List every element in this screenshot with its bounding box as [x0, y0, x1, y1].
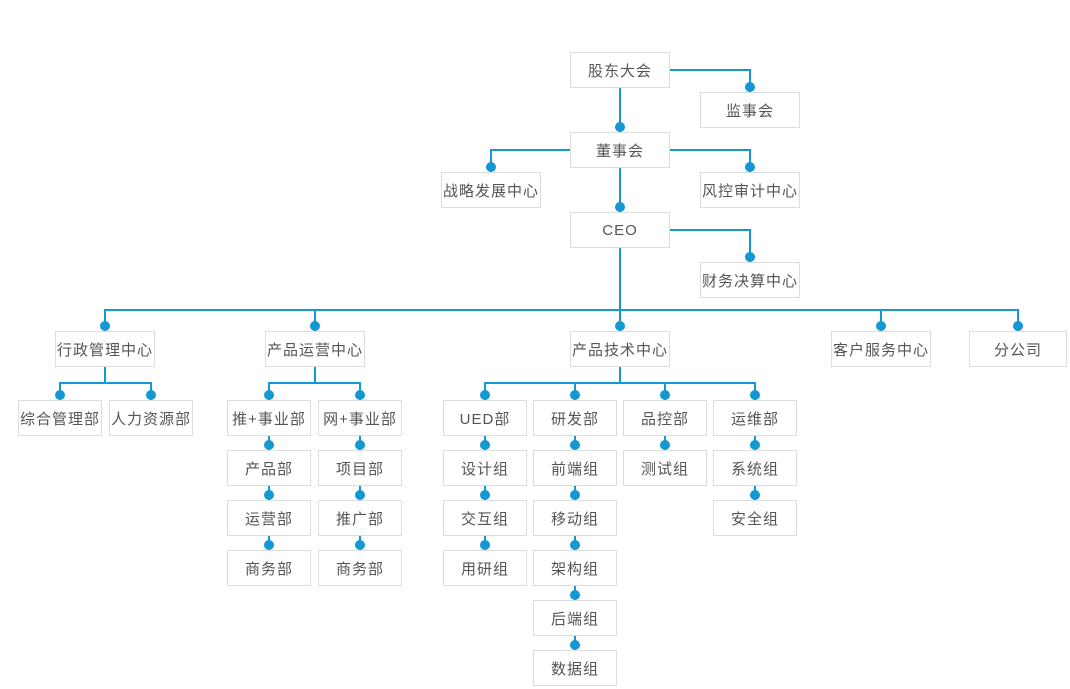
org-node-supervisory: 监事会 — [700, 92, 800, 128]
connector-dot — [750, 390, 760, 400]
connector-dot — [264, 490, 274, 500]
connector-dot — [264, 440, 274, 450]
org-node-service: 客户服务中心 — [831, 331, 931, 367]
connector-dot — [355, 540, 365, 550]
org-node-general: 综合管理部 — [18, 400, 102, 436]
org-node-frontend: 前端组 — [533, 450, 617, 486]
org-node-product: 产品部 — [227, 450, 311, 486]
org-node-finance: 财务决算中心 — [700, 262, 800, 298]
connector-line — [268, 382, 361, 384]
connector-dot — [570, 440, 580, 450]
connector-line — [749, 150, 751, 172]
connector-line — [1017, 310, 1019, 331]
org-node-testing: 测试组 — [623, 450, 707, 486]
connector-line — [314, 367, 316, 384]
connector-dot — [480, 440, 490, 450]
org-node-promotion: 推广部 — [318, 500, 402, 536]
connector-dot — [876, 321, 886, 331]
connector-dot — [615, 321, 625, 331]
org-node-ceo: CEO — [570, 212, 670, 248]
org-node-arch: 架构组 — [533, 550, 617, 586]
org-node-biz1: 商务部 — [227, 550, 311, 586]
org-node-ops: 产品运营中心 — [265, 331, 365, 367]
connector-line — [880, 310, 882, 331]
org-node-operation: 运营部 — [227, 500, 311, 536]
connector-dot — [570, 390, 580, 400]
connector-line — [314, 310, 316, 331]
connector-line — [669, 69, 751, 71]
connector-line — [104, 310, 106, 331]
org-node-branch: 分公司 — [969, 331, 1067, 367]
connector-dot — [486, 162, 496, 172]
connector-line — [669, 149, 751, 151]
connector-line — [749, 230, 751, 262]
connector-dot — [570, 640, 580, 650]
connector-dot — [310, 321, 320, 331]
connector-dot — [745, 162, 755, 172]
org-node-design: 设计组 — [443, 450, 527, 486]
connector-line — [619, 248, 621, 311]
connector-dot — [480, 540, 490, 550]
org-node-tui: 推+事业部 — [227, 400, 311, 436]
connector-dot — [264, 390, 274, 400]
org-node-wang: 网+事业部 — [318, 400, 402, 436]
connector-dot — [745, 252, 755, 262]
org-node-hr: 人力资源部 — [109, 400, 193, 436]
org-node-interaction: 交互组 — [443, 500, 527, 536]
connector-line — [484, 382, 756, 384]
connector-line — [669, 229, 751, 231]
org-node-devops: 运维部 — [713, 400, 797, 436]
org-node-tech: 产品技术中心 — [570, 331, 670, 367]
connector-dot — [570, 590, 580, 600]
connector-dot — [55, 390, 65, 400]
org-node-admin: 行政管理中心 — [55, 331, 155, 367]
org-node-backend: 后端组 — [533, 600, 617, 636]
org-node-qc: 品控部 — [623, 400, 707, 436]
connector-dot — [146, 390, 156, 400]
connector-line — [490, 149, 571, 151]
connector-dot — [480, 490, 490, 500]
org-node-strategy: 战略发展中心 — [441, 172, 541, 208]
org-node-ued: UED部 — [443, 400, 527, 436]
org-node-system: 系统组 — [713, 450, 797, 486]
connector-dot — [615, 202, 625, 212]
connector-dot — [745, 82, 755, 92]
connector-line — [619, 367, 621, 384]
connector-dot — [750, 440, 760, 450]
connector-line — [104, 309, 1019, 311]
org-node-research: 用研组 — [443, 550, 527, 586]
connector-line — [490, 150, 492, 172]
org-node-data: 数据组 — [533, 650, 617, 686]
org-node-risk: 风控审计中心 — [700, 172, 800, 208]
connector-line — [619, 88, 621, 132]
connector-dot — [1013, 321, 1023, 331]
connector-dot — [570, 490, 580, 500]
org-node-project: 项目部 — [318, 450, 402, 486]
org-node-shareholders: 股东大会 — [570, 52, 670, 88]
connector-line — [59, 382, 152, 384]
connector-line — [619, 310, 621, 331]
connector-dot — [750, 490, 760, 500]
connector-dot — [355, 440, 365, 450]
connector-line — [749, 70, 751, 92]
connector-dot — [355, 490, 365, 500]
connector-dot — [660, 390, 670, 400]
org-node-biz2: 商务部 — [318, 550, 402, 586]
connector-dot — [100, 321, 110, 331]
org-node-security: 安全组 — [713, 500, 797, 536]
org-node-mobile: 移动组 — [533, 500, 617, 536]
connector-line — [619, 168, 621, 212]
org-node-rd: 研发部 — [533, 400, 617, 436]
org-node-board: 董事会 — [570, 132, 670, 168]
connector-dot — [355, 390, 365, 400]
connector-dot — [615, 122, 625, 132]
connector-dot — [570, 540, 580, 550]
connector-dot — [480, 390, 490, 400]
connector-dot — [660, 440, 670, 450]
connector-line — [104, 367, 106, 384]
connector-dot — [264, 540, 274, 550]
